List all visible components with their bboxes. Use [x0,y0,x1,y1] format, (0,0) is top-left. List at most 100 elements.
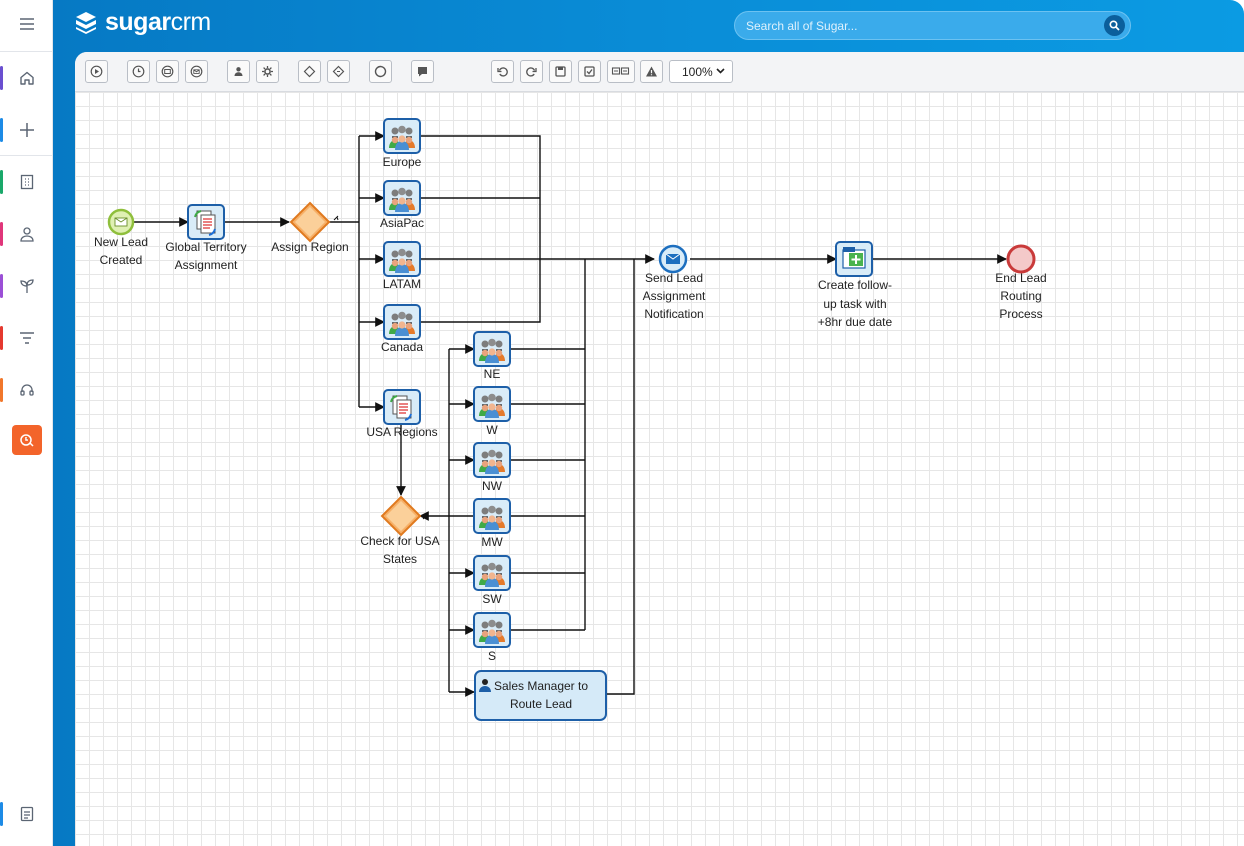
sidebar-accent [0,326,3,350]
check-gateway-label: Check for USA States [350,532,450,568]
sidebar-item-contacts[interactable] [0,214,53,254]
diagram-canvas[interactable] [75,92,1244,846]
sidebar-divider [0,155,53,156]
warning-icon [646,66,657,77]
headset-icon [19,384,34,396]
search-placeholder: Search all of Sugar... [746,18,858,33]
sidebar-item-processes[interactable] [0,420,53,460]
global-task-label: Global Territory Assignment [156,238,256,274]
label-line: Process [999,307,1043,321]
label-line: Assignment [642,289,706,303]
redo-icon [526,67,537,77]
timer-event-tool[interactable] [127,60,150,83]
logo-text-crm: crm [170,8,212,36]
user-icon [234,67,243,76]
grid-toggle-icon [611,67,630,75]
state-label-nw: NW [482,479,502,493]
sidebar-item-accounts[interactable] [0,162,53,202]
start-event-tool[interactable] [85,60,108,83]
plant-icon [19,279,34,293]
save-icon [555,66,566,77]
comment-tool[interactable] [411,60,434,83]
check-square-icon [584,66,595,77]
start-event-label: New Lead Created [91,233,151,269]
label-line: Check for USA [360,534,440,548]
redo-button[interactable] [520,60,543,83]
undo-icon [497,67,508,77]
menu-icon [19,18,34,30]
label-line: Sales Manager to [493,679,589,693]
gateway-tool[interactable] [298,60,321,83]
sugar-cube-icon [76,11,96,34]
event-based-gateway-tool[interactable] [327,60,350,83]
sidebar-item-opportunities[interactable] [0,266,53,306]
home-icon [19,71,34,85]
logo-text-sugar: sugar [105,8,171,36]
label-line: +8hr due date [817,315,893,329]
label-line: End Lead [995,271,1047,285]
undo-button[interactable] [491,60,514,83]
warnings-button[interactable] [640,60,663,83]
comment-icon [418,67,427,77]
usa-regions-label: USA Regions [357,423,447,441]
label-line: USA Regions [366,425,438,439]
global-search-input[interactable]: Search all of Sugar... [734,11,1131,40]
label-line: Assignment [174,258,238,272]
sidebar-item-create[interactable] [0,110,53,150]
label-line: Route Lead [509,697,573,711]
document-icon [20,806,33,822]
active-module-tile [11,425,42,455]
sidebar-accent [0,118,3,142]
label-line: Routing [1000,289,1042,303]
sidebar-item-home[interactable] [0,58,53,98]
sidebar-accent [0,222,3,246]
state-label-w: W [486,423,498,437]
sidebar-item-cases[interactable] [0,370,53,410]
save-button[interactable] [549,60,572,83]
sidebar-accent [0,378,3,402]
follow-up-label: Create follow- up task with +8hr due dat… [800,276,910,332]
send-notification-label: Send Lead Assignment Notification [628,269,720,323]
zoom-value: 100% [682,64,713,79]
circle-icon [374,65,387,78]
end-event-label: End Lead Routing Process [980,269,1062,323]
sidebar-accent [0,274,3,298]
inbox-icon [161,65,174,78]
rotate-diamond-icon [332,65,345,78]
search-button[interactable] [1104,15,1125,36]
sugarcrm-logo[interactable]: sugarcrm [73,8,211,37]
sidebar-divider [0,51,53,52]
user-task-tool[interactable] [227,60,250,83]
region-label-latam: LATAM [382,277,422,291]
end-event-tool[interactable] [369,60,392,83]
diamond-icon [303,65,316,78]
label-line: Assign Region [271,240,349,254]
sales-manager-label: Sales Manager to Route Lead [486,677,596,713]
send-message-tool[interactable] [185,60,208,83]
state-label-s: S [487,649,496,663]
play-circle-icon [90,65,103,78]
menu-button[interactable] [0,4,53,44]
sidebar-accent [0,802,3,826]
assign-gateway-label: Assign Region [262,238,358,256]
toggle-grid-button[interactable] [607,60,635,83]
filter-icon [19,332,34,344]
building-icon [20,174,33,190]
region-label-europe: Europe [382,155,422,169]
sidebar-item-notes[interactable] [0,794,53,834]
receive-message-tool[interactable] [156,60,179,83]
validate-button[interactable] [578,60,601,83]
sidebar-item-leads[interactable] [0,318,53,358]
zoom-select[interactable]: 100% [669,60,733,83]
region-label-canada: Canada [380,340,424,354]
label-line: States [382,552,418,566]
action-tool[interactable] [256,60,279,83]
designer-toolbar: 100% [75,52,1244,92]
label-line: Notification [644,307,704,321]
envelope-icon [190,65,203,78]
chevron-down-icon [716,68,725,74]
state-label-mw: MW [481,535,503,549]
person-icon [19,227,34,242]
region-label-asiapac: AsiaPac [379,216,425,230]
label-line: Global Territory [165,240,247,254]
